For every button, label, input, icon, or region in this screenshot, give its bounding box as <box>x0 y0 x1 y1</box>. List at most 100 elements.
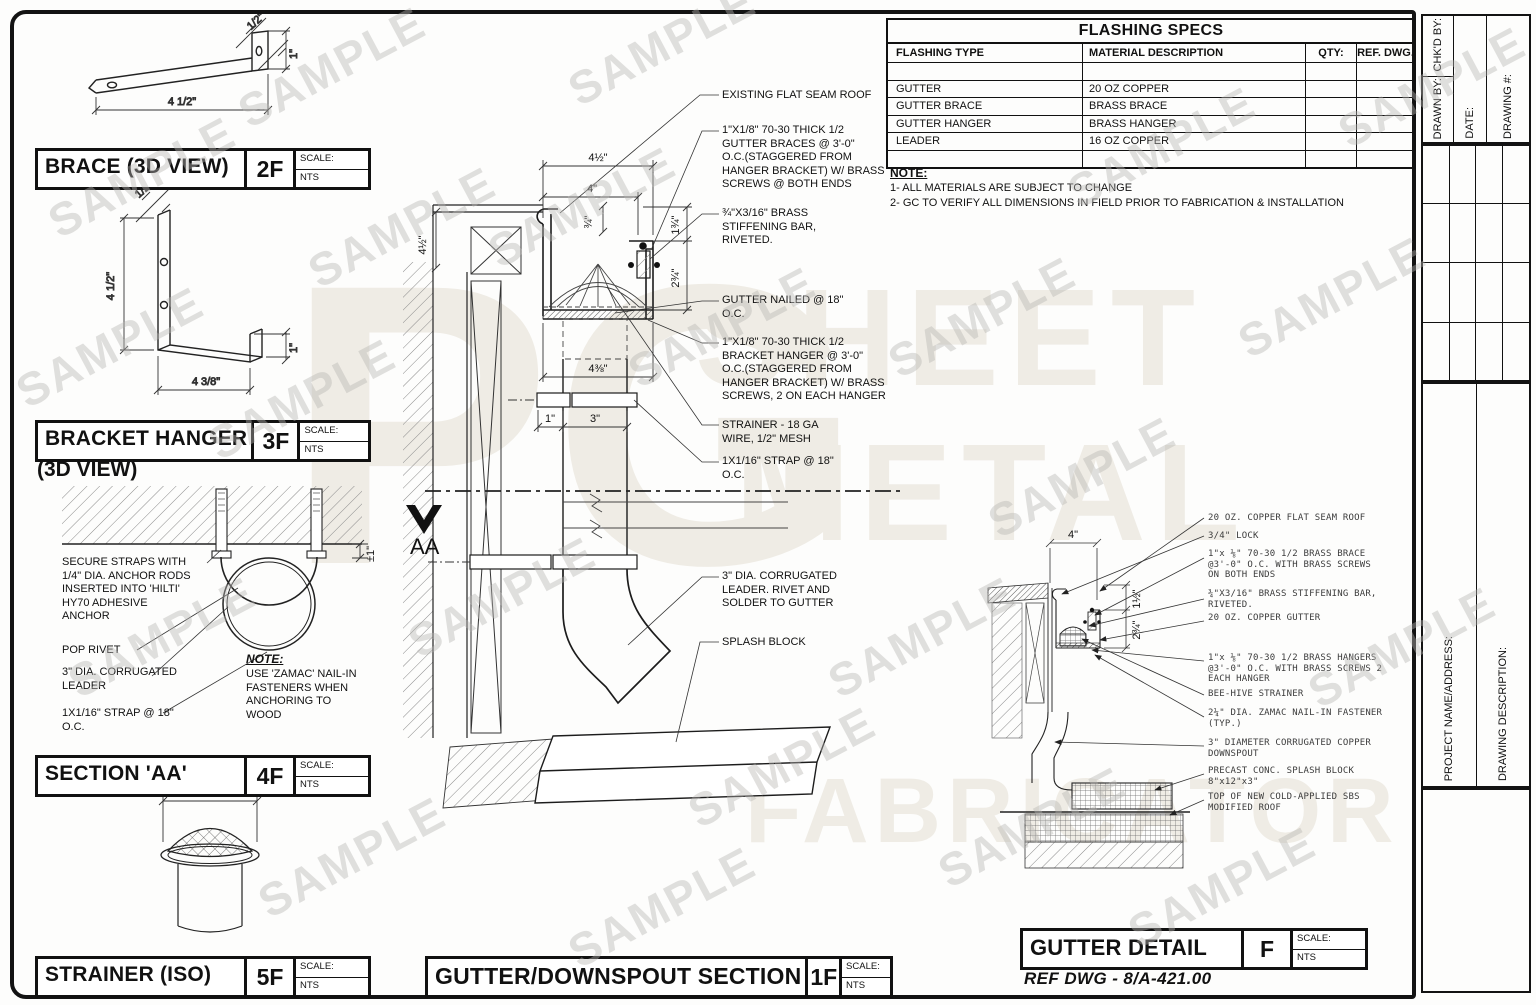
drawing-number-label: DRAWING #: <box>1502 74 1514 139</box>
flashing-specs-table: FLASHING SPECS FLASHING TYPE MATERIAL DE… <box>886 18 1416 169</box>
dcallout-downspout: 3" DIAMETER CORRUGATED COPPER DOWNSPOUT <box>1208 738 1371 759</box>
svg-text:4½": 4½" <box>417 235 429 254</box>
strainer-title-bar: STRAINER (ISO) 5F SCALE:NTS <box>35 956 371 998</box>
dcallout-brass-hangers: 1"x ⅛" 70-30 1/2 BRASS HANGERS @3'-0" O.… <box>1208 653 1383 684</box>
view-tag: 5F <box>244 959 293 995</box>
svg-text:4⅜": 4⅜" <box>588 363 607 375</box>
view-tag: 2F <box>244 151 293 187</box>
label-secure-straps: SECURE STRAPS WITH 1/4" DIA. ANCHOR RODS… <box>62 556 191 622</box>
table-row <box>888 150 1414 167</box>
callout-gutter-braces: 1"X1/8" 70-30 THICK 1/2 GUTTER BRACES @ … <box>722 124 885 190</box>
dcallout-sbs-roof: TOP OF NEW COLD-APPLIED SBS MODIFIED ROO… <box>1208 792 1360 813</box>
gds-title-bar: GUTTER/DOWNSPOUT SECTION 1F SCALE:NTS <box>425 956 893 998</box>
bracket-hanger-dims: 1/2" 4 1/2" 4 3/8" 1" <box>105 178 300 395</box>
zamac-note-body: USE 'ZAMAC' NAIL-IN FASTENERS WHEN ANCHO… <box>246 668 357 721</box>
svg-text:1¾": 1¾" <box>670 215 682 234</box>
section-marker-aa: AA <box>410 534 440 559</box>
view-tag: 1F <box>805 959 839 995</box>
materials-note-2: 2- GC TO VERIFY ALL DIMENSIONS IN FIELD … <box>890 197 1344 209</box>
view-tag: 3F <box>251 423 297 459</box>
gutter-downspout-drawing: 4½" 4" ¾" 1¾" 2¾" 4⅜" 1" 3" 4½" <box>403 94 905 809</box>
callout-bracket-hanger: 1"X1/8" 70-30 THICK 1/2 BRACKET HANGER @… <box>722 336 886 402</box>
svg-text:1": 1" <box>288 343 300 353</box>
bracket-subtitle: (3D VIEW) <box>37 458 138 481</box>
svg-text:1": 1" <box>288 49 300 59</box>
view-title: SECTION 'AA' <box>45 762 187 785</box>
svg-text:2¾": 2¾" <box>1131 620 1143 639</box>
chkd-by-label: CHK'D BY: <box>1432 18 1444 72</box>
svg-text:4 1/2": 4 1/2" <box>105 272 117 300</box>
callout-leader-rivet: 3" DIA. CORRUGATED LEADER. RIVET AND SOL… <box>722 570 837 609</box>
section-aa-title-bar: SECTION 'AA' 4F SCALE:NTS <box>35 755 371 797</box>
dcallout-zamac-fastener: 2¼" DIA. ZAMAC NAIL-IN FASTENER (TYP.) <box>1208 708 1383 729</box>
callout-strainer-mesh: STRAINER - 18 GA WIRE, 1/2" MESH <box>722 419 819 445</box>
col-ref-dwg: REF. DWG. <box>1357 47 1414 59</box>
col-qty: QTY: <box>1306 44 1357 62</box>
brace-title-bar: BRACE (3D VIEW) 2F SCALE:NTS <box>35 148 371 190</box>
callout-existing-roof: EXISTING FLAT SEAM ROOF <box>722 89 872 101</box>
table-row <box>888 63 1414 81</box>
revision-grid <box>1421 142 1531 384</box>
svg-text:4": 4" <box>1068 529 1078 541</box>
dcallout-brass-brace: 1"x ⅛" 70-30 1/2 BRASS BRACE @3'-0" O.C.… <box>1208 549 1371 580</box>
view-tag: F <box>1241 931 1290 967</box>
titleblock-header: CHK'D BY: DRAWN BY: DATE: DRAWING #: <box>1421 14 1531 146</box>
callout-gutter-nailed: GUTTER NAILED @ 18" O.C. <box>722 294 844 320</box>
dcallout-copper-roof: 20 OZ. COPPER FLAT SEAM ROOF <box>1208 513 1366 523</box>
svg-text:4 1/2": 4 1/2" <box>168 96 196 108</box>
drawing-description-label: DRAWING DESCRIPTION: <box>1496 646 1509 781</box>
project-info-box: PROJECT NAME/ADDRESS: DRAWING DESCRIPTIO… <box>1421 380 1531 788</box>
date-label: DATE: <box>1464 107 1476 139</box>
view-title: STRAINER (ISO) <box>45 963 212 986</box>
brand-watermark-metal: METAL <box>735 416 1251 570</box>
bracket-hanger-drawing <box>157 209 263 363</box>
svg-text:¾": ¾" <box>583 215 595 228</box>
svg-text:±1": ±1" <box>365 546 377 562</box>
gutter-detail-drawing: 4" 1½" 2¾" <box>987 517 1205 869</box>
zamac-note-title: NOTE: <box>246 652 284 666</box>
flashing-specs-title: FLASHING SPECS <box>888 20 1414 44</box>
svg-text:4½": 4½" <box>588 152 607 164</box>
dcallout-beehive-strainer: BEE-HIVE STRAINER <box>1208 689 1304 699</box>
col-material-description: MATERIAL DESCRIPTION <box>1083 44 1306 62</box>
bracket-title-bar: BRACKET HANGER 3F SCALE:NTS <box>35 420 371 462</box>
svg-text:4": 4" <box>587 183 597 195</box>
brand-watermark-sheet: SHEET <box>695 261 1206 415</box>
gutter-detail-title-bar: GUTTER DETAIL F SCALE:NTS <box>1020 928 1368 970</box>
label-strap-oc: 1X1/16" STRAP @ 18" O.C. <box>62 707 174 733</box>
callout-stiffening-bar: ¾"X3/16" BRASS STIFFENING BAR, RIVETED. <box>722 207 817 246</box>
svg-text:1": 1" <box>545 413 555 425</box>
dcallout-lock: 3/4" LOCK <box>1208 531 1259 541</box>
svg-text:1½": 1½" <box>1131 589 1143 608</box>
label-pop-rivet: POP RIVET <box>62 644 121 656</box>
title-block-strip: CHK'D BY: DRAWN BY: DATE: DRAWING #: PRO… <box>1419 10 1531 993</box>
svg-text:2¾": 2¾" <box>670 268 682 287</box>
materials-note-title: NOTE: <box>890 166 928 180</box>
callout-splash-block: SPLASH BLOCK <box>722 636 806 648</box>
view-title: BRACKET HANGER <box>45 427 248 450</box>
view-title: GUTTER/DOWNSPOUT SECTION <box>435 963 802 989</box>
col-flashing-type: FLASHING TYPE <box>888 44 1083 62</box>
svg-text:1/2": 1/2" <box>245 11 267 33</box>
svg-text:3": 3" <box>590 413 600 425</box>
drawn-by-label: DRAWN BY: <box>1432 77 1444 139</box>
ref-dwg-text: REF DWG - 8/A-421.00 <box>1024 969 1212 988</box>
brace-drawing <box>87 30 269 94</box>
view-tag: 4F <box>244 758 293 794</box>
project-name-label: PROJECT NAME/ADDRESS: <box>1443 635 1456 781</box>
dcallout-splash-block: PRECAST CONC. SPLASH BLOCK 8"x12"x3" <box>1208 766 1355 787</box>
label-corrugated-leader: 3" DIA. CORRUGATED LEADER <box>62 666 177 692</box>
svg-text:4 3/8": 4 3/8" <box>192 376 220 388</box>
dcallout-stiffening-bar: ¾"X3/16" BRASS STIFFENING BAR, RIVETED. <box>1208 589 1377 610</box>
strainer-drawing: 4" <box>158 787 262 933</box>
materials-note-1: 1- ALL MATERIALS ARE SUBJECT TO CHANGE <box>890 182 1133 194</box>
section-aa-drawing: ±1" <box>62 486 377 714</box>
callout-strap: 1X1/16" STRAP @ 18" O.C. <box>722 455 834 481</box>
dcallout-copper-gutter: 20 OZ. COPPER GUTTER <box>1208 613 1321 623</box>
